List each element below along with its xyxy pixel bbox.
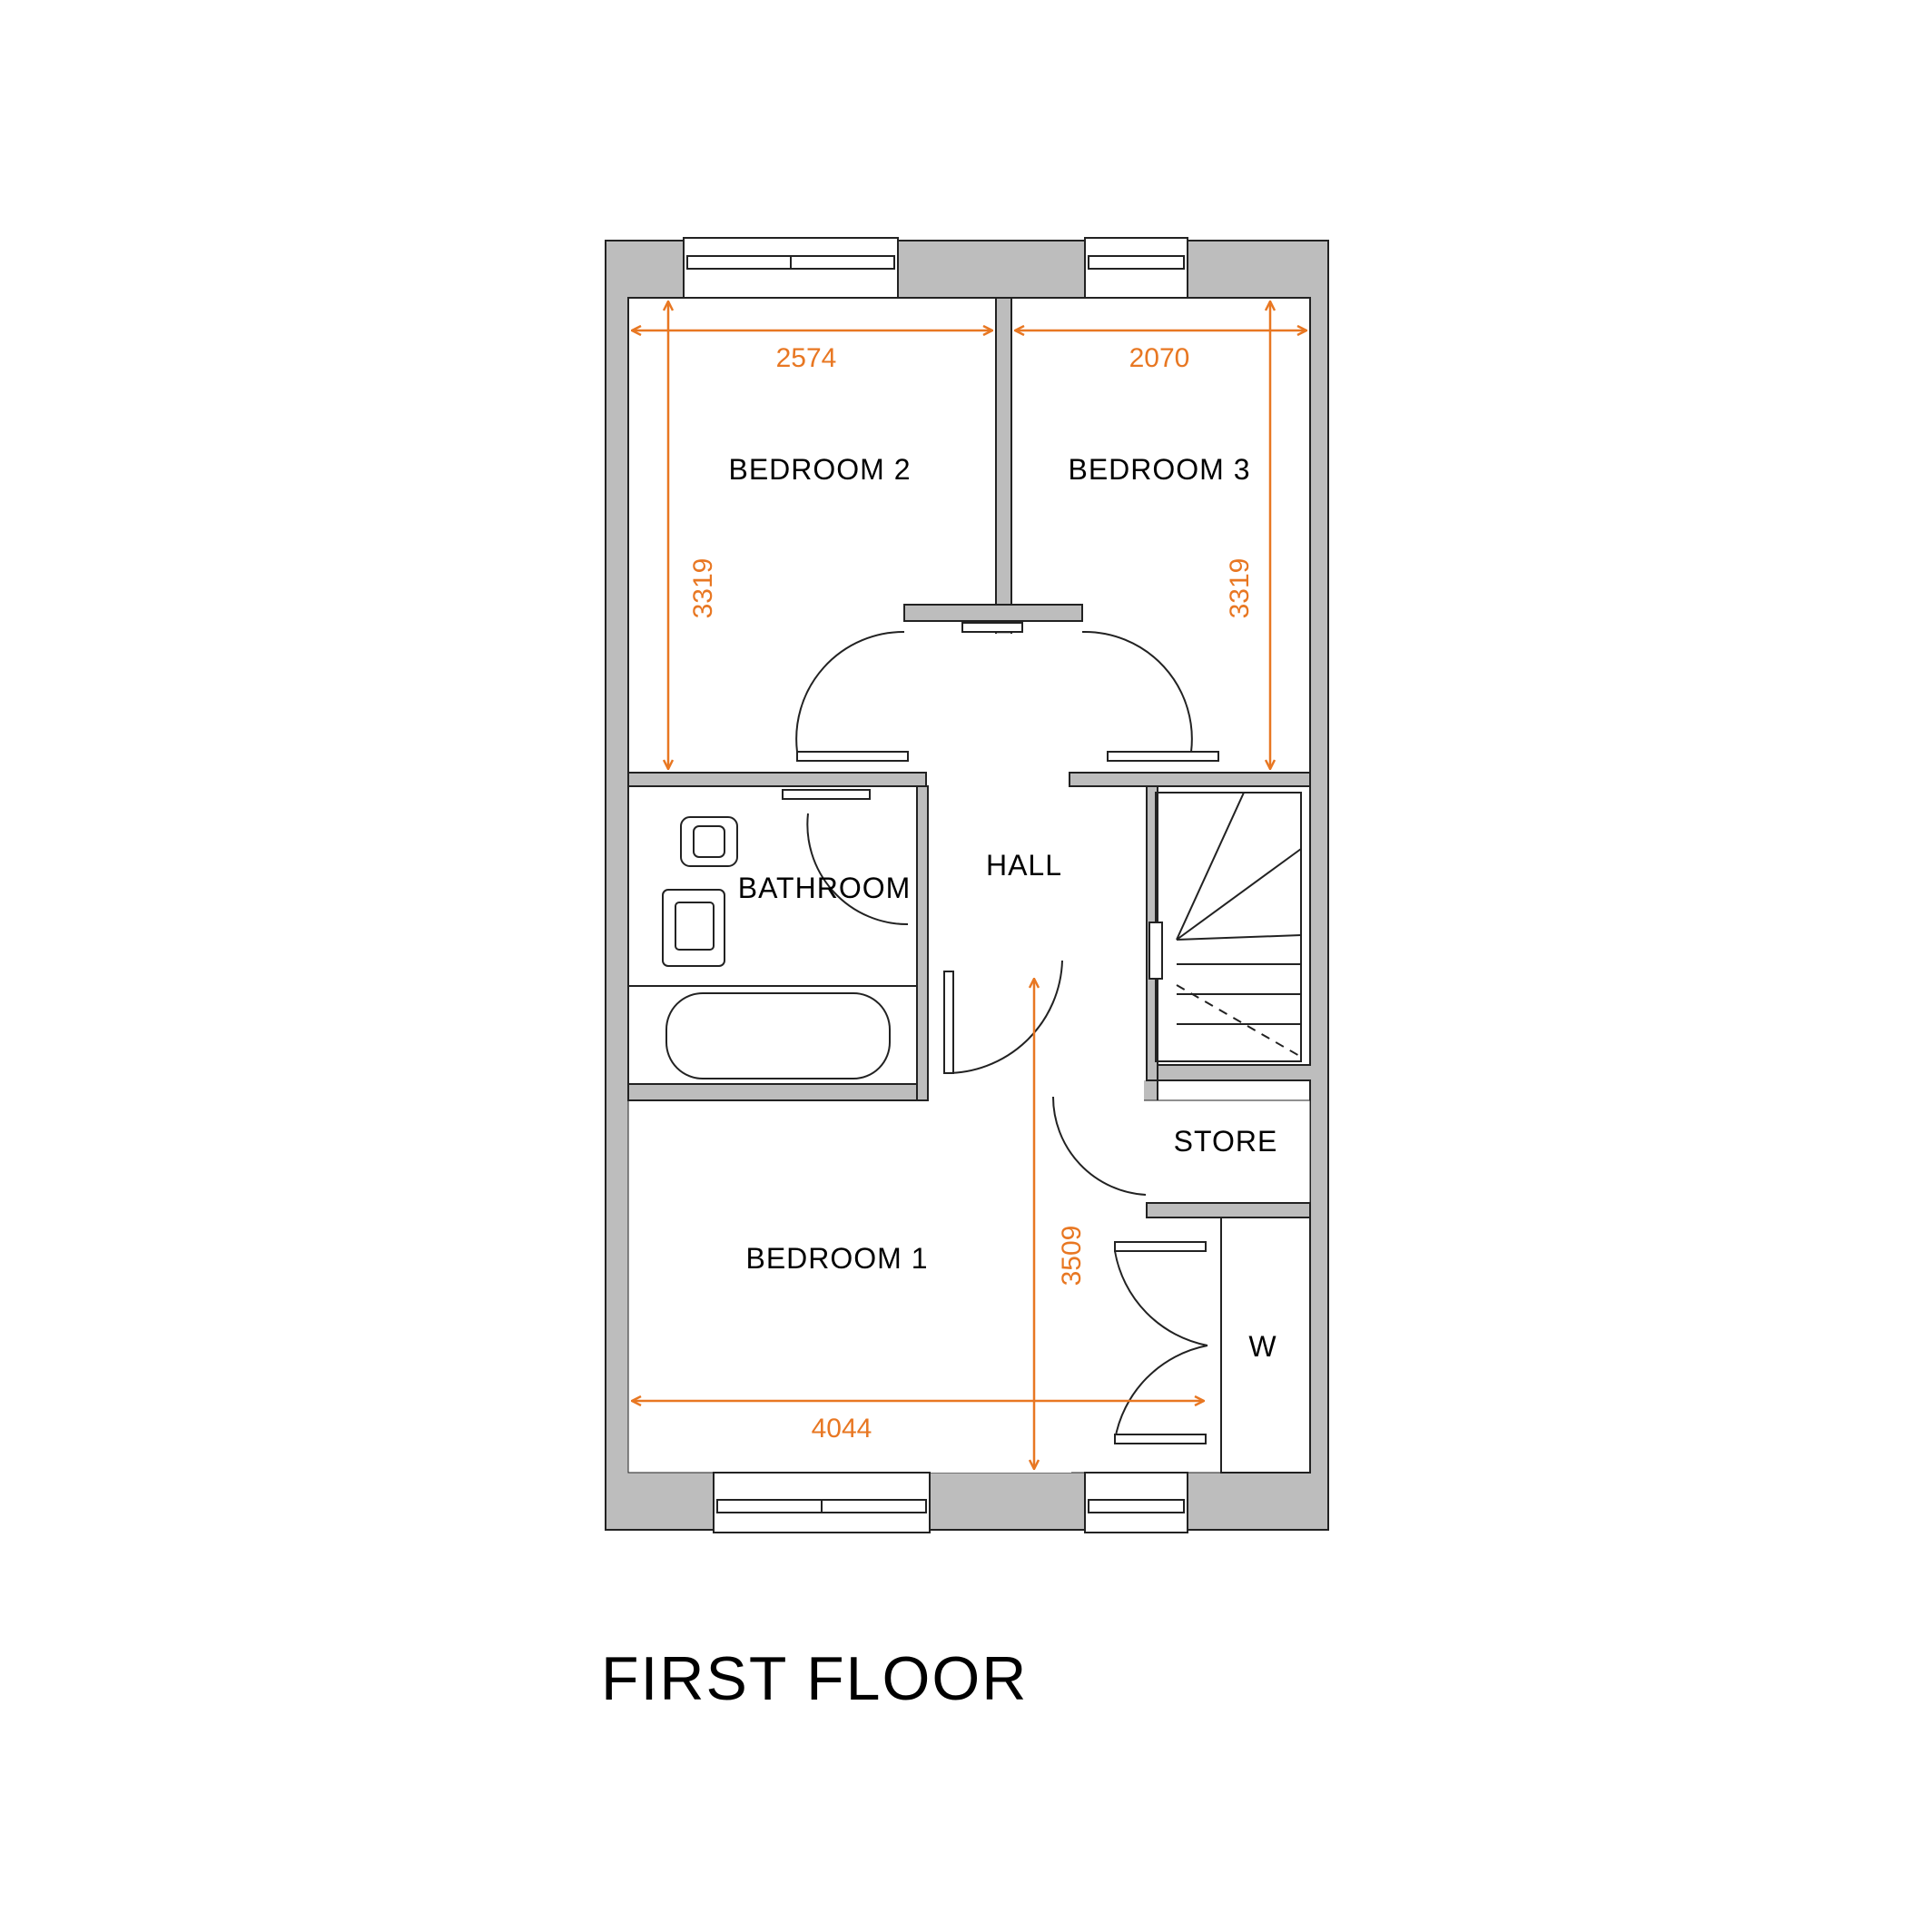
label-bedroom-3: BEDROOM 3 (1068, 453, 1250, 486)
wall-bed2-bottom (627, 772, 927, 787)
label-bedroom-2: BEDROOM 2 (728, 453, 911, 486)
door-bedroom3-swing (1081, 630, 1193, 753)
wall-bedroom1-top (627, 1083, 918, 1101)
door-store-swing (1051, 1096, 1147, 1196)
door-bathroom-leaf (782, 789, 871, 800)
label-bathroom: BATHROOM (738, 872, 912, 904)
door-bathroom-swing (806, 813, 909, 926)
dim-label-bedroom1-width: 4044 (812, 1414, 872, 1444)
dim-label-bedroom1-depth: 3509 (1057, 1226, 1087, 1286)
dim-label-bedroom3-width: 2070 (1129, 343, 1190, 373)
bath-icon (665, 992, 891, 1079)
bathroom-fixtures (628, 816, 917, 1079)
door-bedroom1-swing (943, 960, 1063, 1075)
door-wardrobe-leaf-top (1114, 1241, 1207, 1252)
door-landing-leaf (961, 622, 1023, 633)
dim-label-bedroom2-depth: 3319 (688, 558, 718, 619)
floor-title: FIRST FLOOR (601, 1644, 1028, 1713)
door-wardrobe-swing-top (1114, 1250, 1208, 1346)
wall-bathroom-right (916, 785, 929, 1101)
wall-landing-top (903, 604, 1083, 622)
dimension-labels: 2574 3319 2070 3319 4044 3509 (688, 343, 1255, 1444)
room-stairwell (1157, 785, 1311, 1066)
dimension-lines (632, 301, 1306, 1469)
wall-bed2-bed3 (995, 297, 1012, 606)
label-store: STORE (1174, 1125, 1278, 1158)
door-bedroom2-leaf (796, 751, 909, 762)
door-wardrobe-leaf-bottom (1114, 1434, 1207, 1444)
wall-store-bottom (1146, 1202, 1311, 1218)
door-bedroom2-swing (795, 630, 905, 753)
dim-label-bedroom2-width: 2574 (776, 343, 837, 373)
stair-handrail (1148, 922, 1163, 980)
wall-bed3-bottom (1069, 772, 1311, 787)
room-hall (926, 634, 1310, 1473)
wardrobe-interior (1220, 1217, 1311, 1474)
label-wardrobe: W (1248, 1330, 1276, 1363)
label-hall: HALL (986, 849, 1062, 882)
room-labels: BEDROOM 2 BEDROOM 3 HALL BATHROOM STORE … (728, 453, 1278, 1363)
stairs (1148, 792, 1302, 1062)
label-bedroom-1: BEDROOM 1 (745, 1242, 928, 1275)
door-bedroom3-leaf (1107, 751, 1219, 762)
door-wardrobe-swing-bottom (1114, 1345, 1208, 1441)
doors (782, 622, 1219, 1444)
window-frames (686, 255, 1185, 1513)
door-bedroom1-leaf (943, 971, 954, 1074)
dim-label-bedroom3-depth: 3319 (1225, 558, 1255, 619)
